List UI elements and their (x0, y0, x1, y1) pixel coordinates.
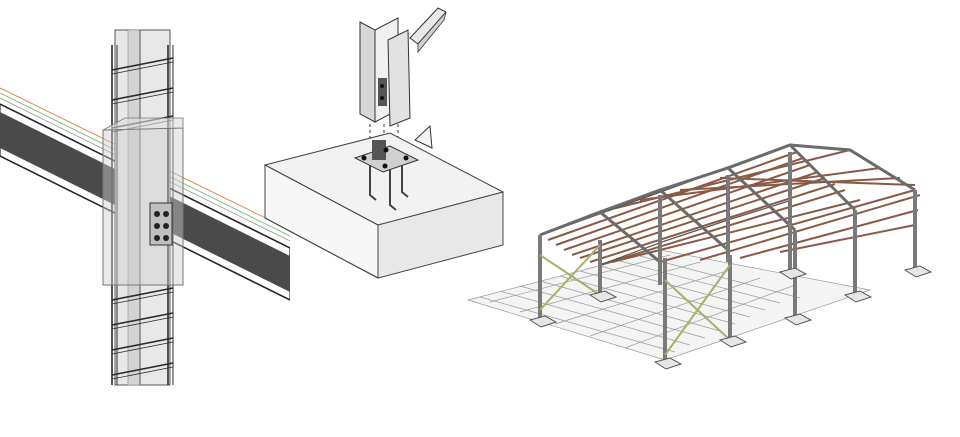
brace (539, 244, 601, 311)
cross-bracing (539, 244, 731, 356)
footing (528, 315, 558, 328)
base-plate (353, 140, 420, 211)
brace (664, 264, 731, 356)
bolt-icon (154, 235, 160, 241)
bolt-icon (163, 223, 169, 229)
footing (588, 290, 618, 303)
footing (718, 335, 748, 348)
column-base-plate-drawing (263, 7, 505, 279)
rafter-stub (409, 7, 447, 54)
roof-purlins (539, 144, 921, 266)
connection-plate (149, 202, 173, 246)
ground-shadow (466, 249, 872, 361)
footing (783, 313, 813, 326)
column-base-plate-detail (255, 0, 520, 437)
column-stub (359, 17, 411, 127)
footing (903, 265, 933, 278)
anchor-bolt-icon (361, 155, 367, 161)
bolt-icon (163, 235, 169, 241)
anchor-bolt-icon (382, 163, 388, 169)
gusset-plate (414, 124, 433, 149)
rafters (539, 143, 916, 264)
bolt-icon (163, 211, 169, 217)
column-beam-connection-drawing (0, 29, 290, 386)
bolt-icon (154, 223, 160, 229)
footing (653, 357, 683, 370)
footing (778, 267, 808, 280)
anchor-bolt-icon (383, 147, 389, 153)
portal-frame-model (460, 0, 960, 437)
column-footings (528, 265, 933, 370)
column-beam-connection-detail (0, 0, 290, 437)
footing (843, 290, 873, 303)
anchor-bolt-icon (403, 155, 409, 161)
concrete-footing (263, 132, 505, 279)
brace (539, 254, 601, 296)
portal-frame-drawing (466, 143, 933, 370)
bolt-icon (154, 211, 160, 217)
concrete-encasement (102, 117, 184, 286)
